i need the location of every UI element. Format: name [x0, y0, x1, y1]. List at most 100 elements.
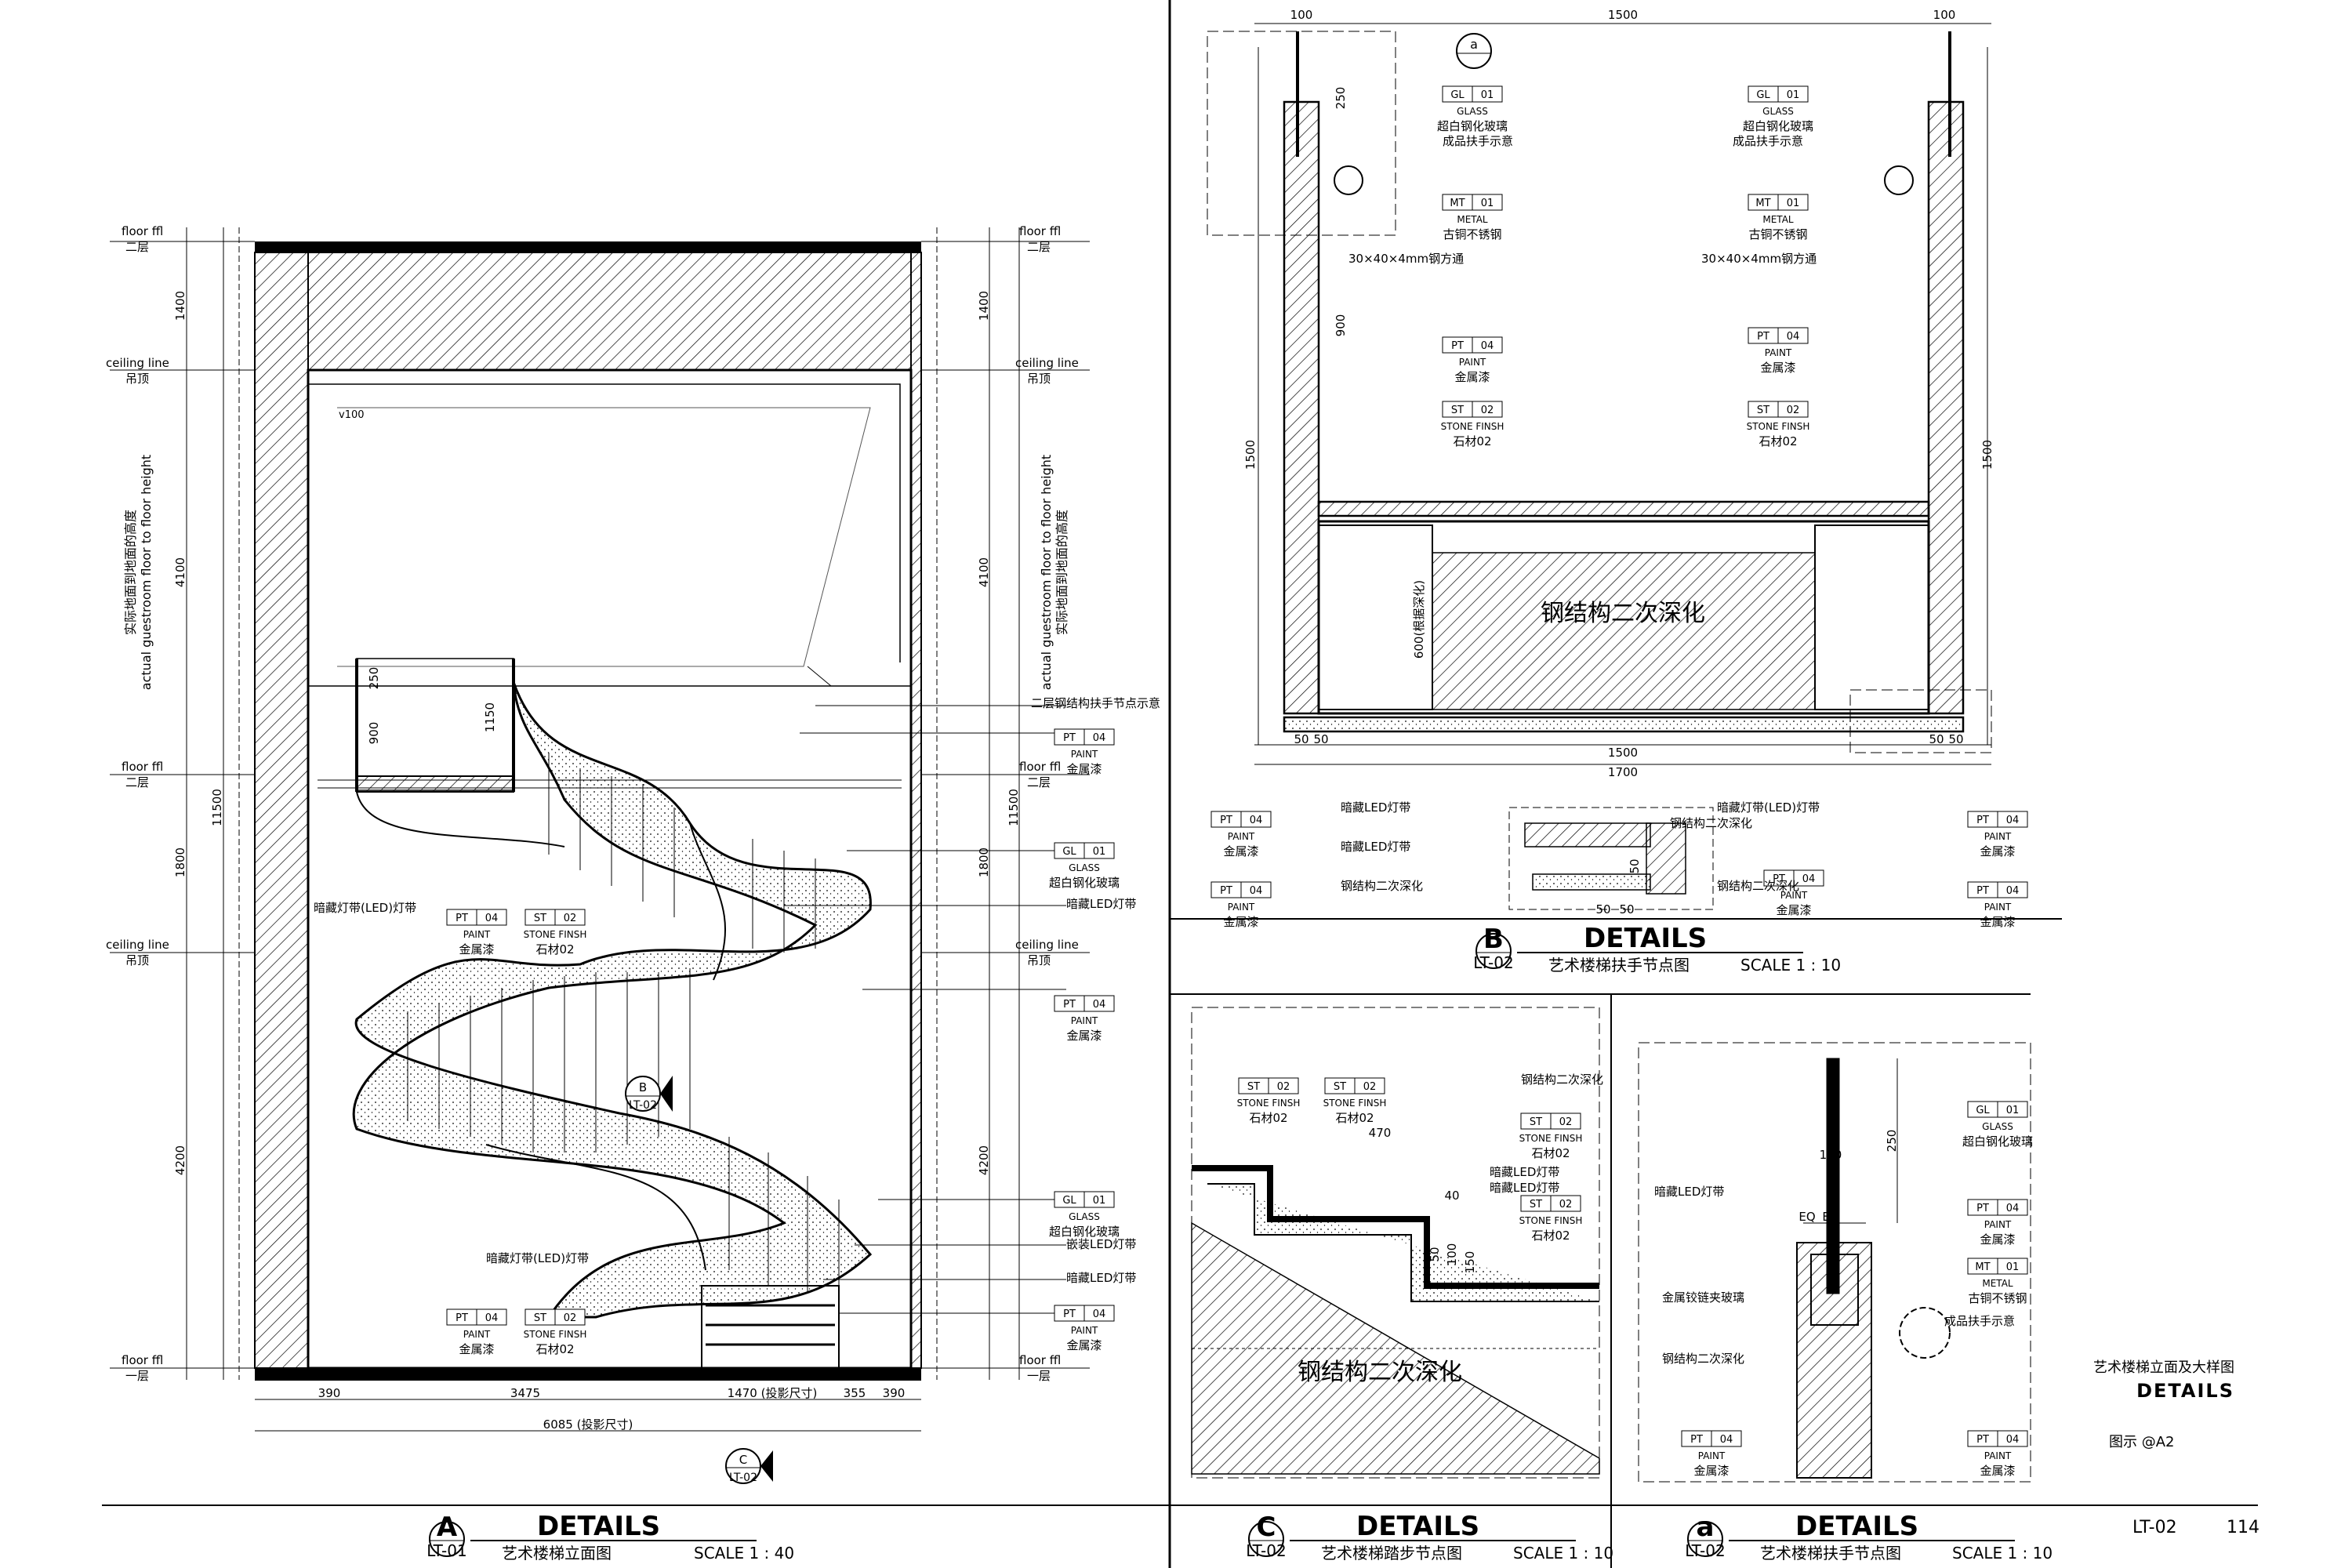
material-code: ST — [1247, 1081, 1260, 1093]
svg-text:钢结构二次深化: 钢结构二次深化 — [1717, 879, 1799, 893]
svg-text:ceiling line: ceiling line — [1015, 938, 1079, 952]
material-number: 01 — [1787, 89, 1800, 101]
svg-text:1400: 1400 — [173, 291, 187, 321]
material-name-cn: 超白钢化玻璃 — [1049, 876, 1120, 890]
material-name-en: PAINT — [1984, 1219, 2012, 1230]
callout-c: C LT-02 — [725, 1448, 773, 1484]
material-code: PT — [1220, 815, 1232, 826]
svg-text:图示 @A2: 图示 @A2 — [2109, 1434, 2175, 1450]
material-name-cn: 金属漆 — [1223, 915, 1258, 929]
svg-text:100: 100 — [1820, 1148, 1842, 1162]
material-name-en: STONE FINSH — [1323, 1098, 1387, 1109]
stair-steps — [701, 1285, 840, 1369]
svg-text:floor ffl: floor ffl — [1019, 760, 1061, 774]
material-name-en: PAINT — [463, 1329, 491, 1340]
material-name-en: METAL — [1982, 1278, 2013, 1289]
material-number: 04 — [485, 913, 499, 924]
svg-text:actual guestroom floor to floo: actual guestroom floor to floor height — [1039, 455, 1054, 690]
material-number: 04 — [485, 1312, 499, 1324]
svg-text:600(根据深化): 600(根据深化) — [1412, 580, 1426, 659]
page-number: 114 — [2227, 1518, 2259, 1537]
material-name-en: STONE FINSH — [1747, 421, 1810, 432]
svg-text:100: 100 — [1933, 8, 1956, 22]
svg-text:50: 50 — [1595, 902, 1610, 916]
material-name-en: PAINT — [1228, 902, 1255, 913]
svg-text:1800: 1800 — [977, 848, 991, 877]
material-name-en: STONE FINSH — [524, 929, 587, 940]
left-wall — [254, 252, 309, 1369]
svg-text:250: 250 — [1885, 1130, 1899, 1152]
material-name-cn: 石材02 — [535, 1342, 574, 1356]
material-code: GL — [1976, 1105, 1990, 1116]
svg-text:1800: 1800 — [173, 848, 187, 877]
panel-heading: DETAILS — [1584, 923, 1707, 954]
panel-name: 艺术楼梯立面图 — [502, 1544, 612, 1563]
material-code: GL — [1062, 846, 1076, 858]
svg-text:暗藏LED灯带: 暗藏LED灯带 — [1066, 1271, 1136, 1285]
svg-text:150: 150 — [1463, 1251, 1477, 1274]
svg-text:吊顶: 吊顶 — [1027, 372, 1051, 386]
svg-text:暗藏LED灯带: 暗藏LED灯带 — [1490, 1165, 1559, 1179]
material-name-cn: 超白钢化玻璃 — [1743, 119, 1813, 133]
svg-text:LT-02: LT-02 — [629, 1099, 657, 1112]
material-name-en: PAINT — [463, 929, 491, 940]
svg-text:EQ: EQ — [1798, 1210, 1815, 1224]
steel-note-c: 钢结构二次深化 — [1298, 1359, 1462, 1386]
material-name-cn: 超白钢化玻璃 — [1049, 1225, 1120, 1239]
material-name-en: PAINT — [1071, 1015, 1098, 1026]
svg-text:1700: 1700 — [1608, 765, 1638, 779]
material-code: PT — [456, 1312, 468, 1324]
svg-text:成品扶手示意: 成品扶手示意 — [1443, 134, 1513, 148]
material-name-en: GLASS — [1069, 862, 1100, 873]
svg-text:390: 390 — [318, 1386, 341, 1400]
svg-text:暗藏灯带(LED)灯带: 暗藏灯带(LED)灯带 — [486, 1251, 589, 1265]
material-number: 01 — [1787, 198, 1800, 209]
detail-c-text: 470 40 50 100 150 钢结构二次深化 暗藏LED灯带 暗藏LED灯… — [1369, 1073, 1603, 1273]
svg-text:4200: 4200 — [173, 1145, 187, 1175]
svg-text:暗藏灯带(LED)灯带: 暗藏灯带(LED)灯带 — [1717, 800, 1820, 815]
material-number: 04 — [1093, 732, 1106, 744]
svg-text:a: a — [1470, 37, 1478, 52]
callout-b: B LT-02 — [625, 1076, 673, 1112]
svg-text:4100: 4100 — [977, 557, 991, 587]
material-code: ST — [1334, 1081, 1346, 1093]
material-name-en: PAINT — [1071, 1325, 1098, 1336]
material-name-cn: 石材02 — [1453, 434, 1491, 448]
svg-text:floor ffl: floor ffl — [122, 224, 163, 238]
material-code: GL — [1756, 89, 1770, 101]
material-name-en: PAINT — [1698, 1450, 1726, 1461]
material-name-cn: 金属漆 — [1066, 1029, 1102, 1043]
material-name-en: PAINT — [1984, 831, 2012, 842]
panel-scale: SCALE 1 : 10 — [1513, 1544, 1613, 1563]
material-code: ST — [1451, 405, 1464, 416]
material-name-en: GLASS — [1457, 106, 1488, 117]
svg-text:100: 100 — [1290, 8, 1313, 22]
svg-text:1150: 1150 — [483, 702, 497, 732]
material-name-cn: 古铜不锈钢 — [1748, 227, 1807, 241]
svg-text:900: 900 — [367, 722, 381, 745]
material-code: GL — [1062, 1195, 1076, 1207]
material-name-cn: 金属漆 — [1066, 1338, 1102, 1352]
material-name-cn: 金属漆 — [1980, 915, 2015, 929]
panel-name: 艺术楼梯扶手节点图 — [1760, 1544, 1901, 1563]
ground-slab — [255, 1368, 921, 1381]
material-name-en: PAINT — [1228, 831, 1255, 842]
panel-code: LT-01 — [426, 1541, 466, 1560]
panel-letter: B — [1483, 924, 1504, 955]
svg-text:1500: 1500 — [1608, 8, 1638, 22]
svg-text:50: 50 — [1294, 732, 1308, 746]
material-number: 02 — [1559, 1116, 1573, 1128]
svg-text:50: 50 — [1628, 858, 1642, 873]
